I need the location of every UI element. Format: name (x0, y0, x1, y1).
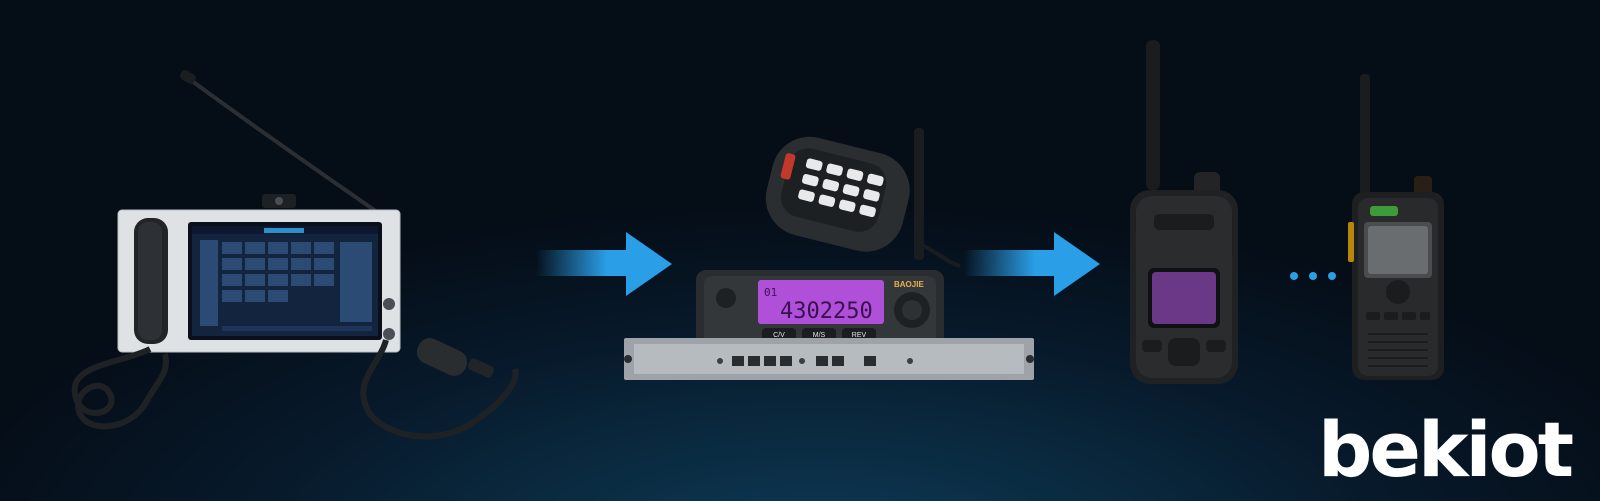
btn-cv: C/V (773, 332, 785, 339)
btn-rev: REV (852, 332, 867, 339)
arrow-right-icon (536, 232, 672, 296)
arrow-right-icon (964, 232, 1100, 296)
dispatch-console-icon (71, 70, 519, 440)
lcd-channel: 01 (764, 286, 777, 299)
handheld-radio-icon (1130, 40, 1238, 384)
radio-brand: BAOJIE (894, 280, 924, 289)
brand-logo: bekiot (1318, 405, 1574, 494)
more-devices-ellipsis (1290, 272, 1336, 280)
lcd-frequency: 4302250 (780, 299, 873, 324)
handheld-radio-icon (1348, 74, 1444, 380)
btn-ms: M/S (813, 332, 826, 339)
radio-gateway-icon: 01 4302250 BAOJIE C/V M/S REV (624, 128, 1034, 380)
